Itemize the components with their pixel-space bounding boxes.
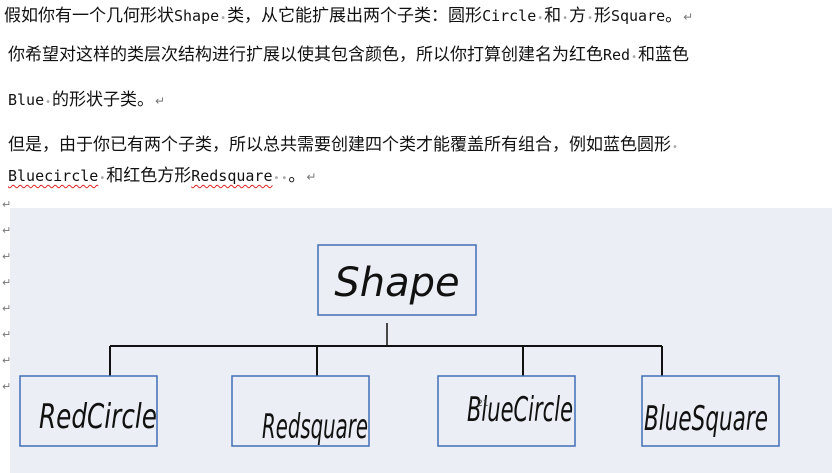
spellcheck-word: Bluecircle — [8, 167, 99, 185]
text-run: 假如你有一个几何形状 — [4, 6, 174, 26]
space-mark: • — [99, 173, 106, 184]
text-run: 方 — [569, 6, 587, 26]
paragraph-mark-icon: ↵ — [2, 328, 12, 341]
page-number: 21 — [477, 399, 488, 409]
space-mark: • — [45, 97, 52, 108]
root-class-box — [317, 244, 477, 316]
paragraph-2: 你希望对这样的类层次结构进行扩展以使其包含颜色，所以你打算创建名为红色Red•和… — [8, 43, 689, 70]
paragraph-mark-icon: ↵ — [2, 224, 12, 237]
text-run: 。 — [665, 6, 683, 26]
child-class-label: Redsquare — [262, 407, 368, 447]
child-class-label: RedCircle — [39, 397, 157, 437]
spellcheck-word: Redsquare — [191, 167, 273, 185]
child-class-box — [231, 375, 370, 447]
text-run: 形 — [593, 6, 611, 26]
text-run: 类，从它能扩展出两个子类：圆形 — [227, 6, 483, 26]
root-class-label: Shape — [334, 260, 459, 306]
child-class-box — [19, 375, 158, 447]
paragraph-mark-icon: ↵ — [2, 354, 12, 367]
code-run: Circle — [482, 7, 537, 25]
text-run: 但是，由于你已有两个子类，所以总共需要创建四个类才能覆盖所有组合，例如蓝色圆形 — [8, 135, 671, 155]
paragraph-5: Bluecircle•和红色方形Redsquare••。↵ — [8, 164, 317, 191]
space-mark: • — [562, 13, 569, 24]
paragraph-mark-icon: ↵ — [2, 276, 12, 289]
paragraph-3: Blue•的形状子类。↵ — [8, 88, 166, 115]
paragraph-mark-icon: ↵ — [2, 302, 12, 315]
paragraph-4: 但是，由于你已有两个子类，所以总共需要创建四个类才能覆盖所有组合，例如蓝色圆形• — [8, 133, 679, 160]
child-class-label: BlueSquare — [644, 399, 768, 439]
paragraph-mark-icon: ↵ — [306, 170, 317, 184]
class-hierarchy-figure: Shape RedCircle Redsquare BlueCircle Blu… — [10, 208, 832, 473]
paragraph-mark-icon: ↵ — [2, 380, 12, 393]
text-run: 你希望对这样的类层次结构进行扩展以使其包含颜色，所以你打算创建名为红色 — [8, 45, 603, 65]
text-run: 和 — [544, 6, 562, 26]
text-run: 和蓝色 — [638, 45, 689, 65]
paragraph-mark-icon: ↵ — [155, 94, 166, 108]
child-class-box — [437, 375, 576, 447]
space-mark: • — [537, 13, 544, 24]
code-run: Shape — [174, 7, 220, 25]
child-class-box — [641, 375, 780, 447]
space-mark: • — [220, 13, 227, 24]
text-run: 。 — [288, 166, 306, 186]
space-mark: • — [672, 142, 678, 153]
paragraph-mark-icon: ↵ — [683, 10, 694, 24]
code-run: Square — [610, 7, 666, 25]
paragraph-1: 假如你有一个几何形状Shape•类，从它能扩展出两个子类：圆形Circle•和•… — [4, 4, 694, 31]
paragraph-mark-icon: ↵ — [2, 250, 12, 263]
child-class-label: BlueCircle — [467, 390, 573, 430]
paragraph-mark-icon: ↵ — [2, 198, 12, 211]
space-mark: • — [587, 13, 593, 24]
text-run: 的形状子类。 — [52, 90, 155, 110]
code-run: Blue — [8, 91, 45, 109]
space-mark: • — [281, 173, 288, 184]
hierarchy-diagram: Shape RedCircle Redsquare BlueCircle Blu… — [19, 244, 780, 447]
code-run: Red — [603, 46, 631, 64]
space-mark: • — [273, 173, 280, 184]
space-mark: • — [631, 52, 637, 63]
text-run: 和红色方形 — [106, 166, 192, 186]
